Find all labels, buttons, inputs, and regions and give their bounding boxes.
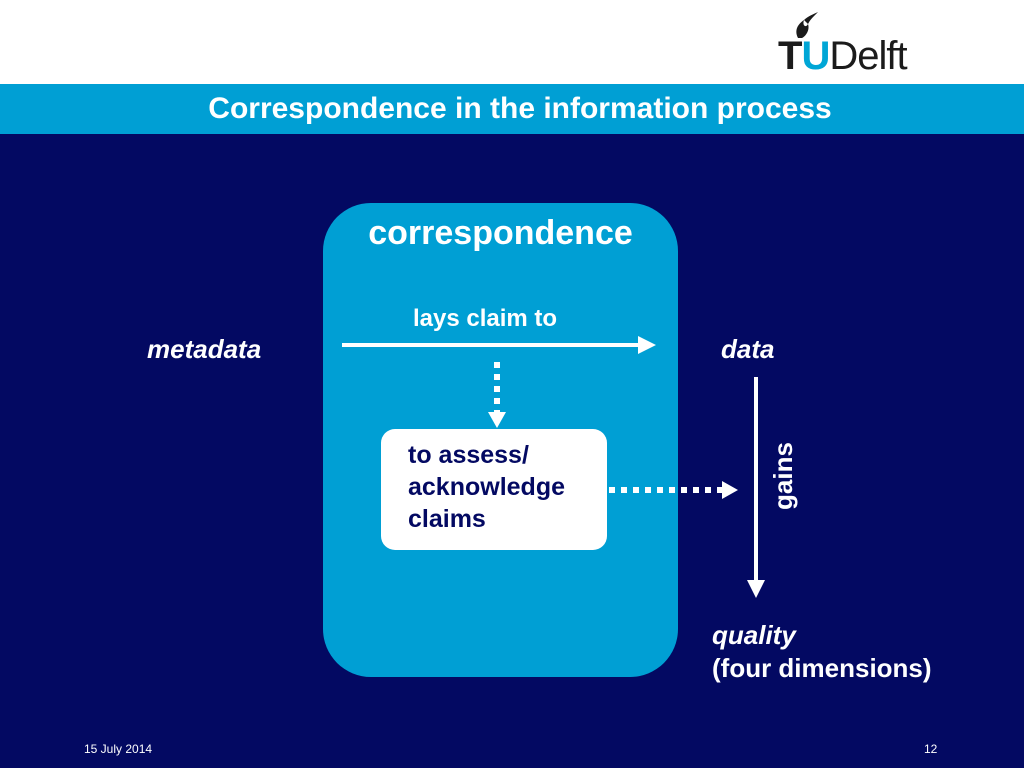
- assess-box: [381, 429, 607, 550]
- data-label: data: [721, 334, 775, 364]
- assess-line-2: acknowledge: [408, 473, 565, 501]
- tu-delft-logo: TUDelft: [778, 10, 948, 78]
- lays-claim-label: lays claim to: [413, 305, 558, 332]
- dotted-right-arrow-head: [722, 481, 738, 499]
- title-bar: Correspondence in the information proces…: [0, 84, 1024, 134]
- dotted-down-arrow-head: [488, 412, 506, 428]
- slide-title: Correspondence in the information proces…: [208, 92, 832, 125]
- logo-wordmark: TUDelft: [778, 34, 908, 78]
- footer-page-number: 12: [924, 742, 938, 756]
- flame-icon: [796, 12, 818, 38]
- header: TUDelft: [0, 0, 1024, 84]
- footer-date: 15 July 2014: [84, 742, 153, 756]
- assess-box-text: to assess/ acknowledge claims: [408, 439, 565, 535]
- assess-line-1: to assess/: [408, 441, 529, 469]
- quality-label: quality: [712, 620, 796, 650]
- correspondence-label: correspondence: [368, 214, 633, 252]
- lays-claim-arrow-head: [638, 336, 656, 354]
- gains-arrow-head: [747, 580, 765, 598]
- gains-label: gains: [768, 442, 798, 510]
- assess-line-3: claims: [408, 505, 486, 533]
- four-dimensions-label: (four dimensions): [712, 653, 932, 683]
- metadata-label: metadata: [147, 334, 262, 364]
